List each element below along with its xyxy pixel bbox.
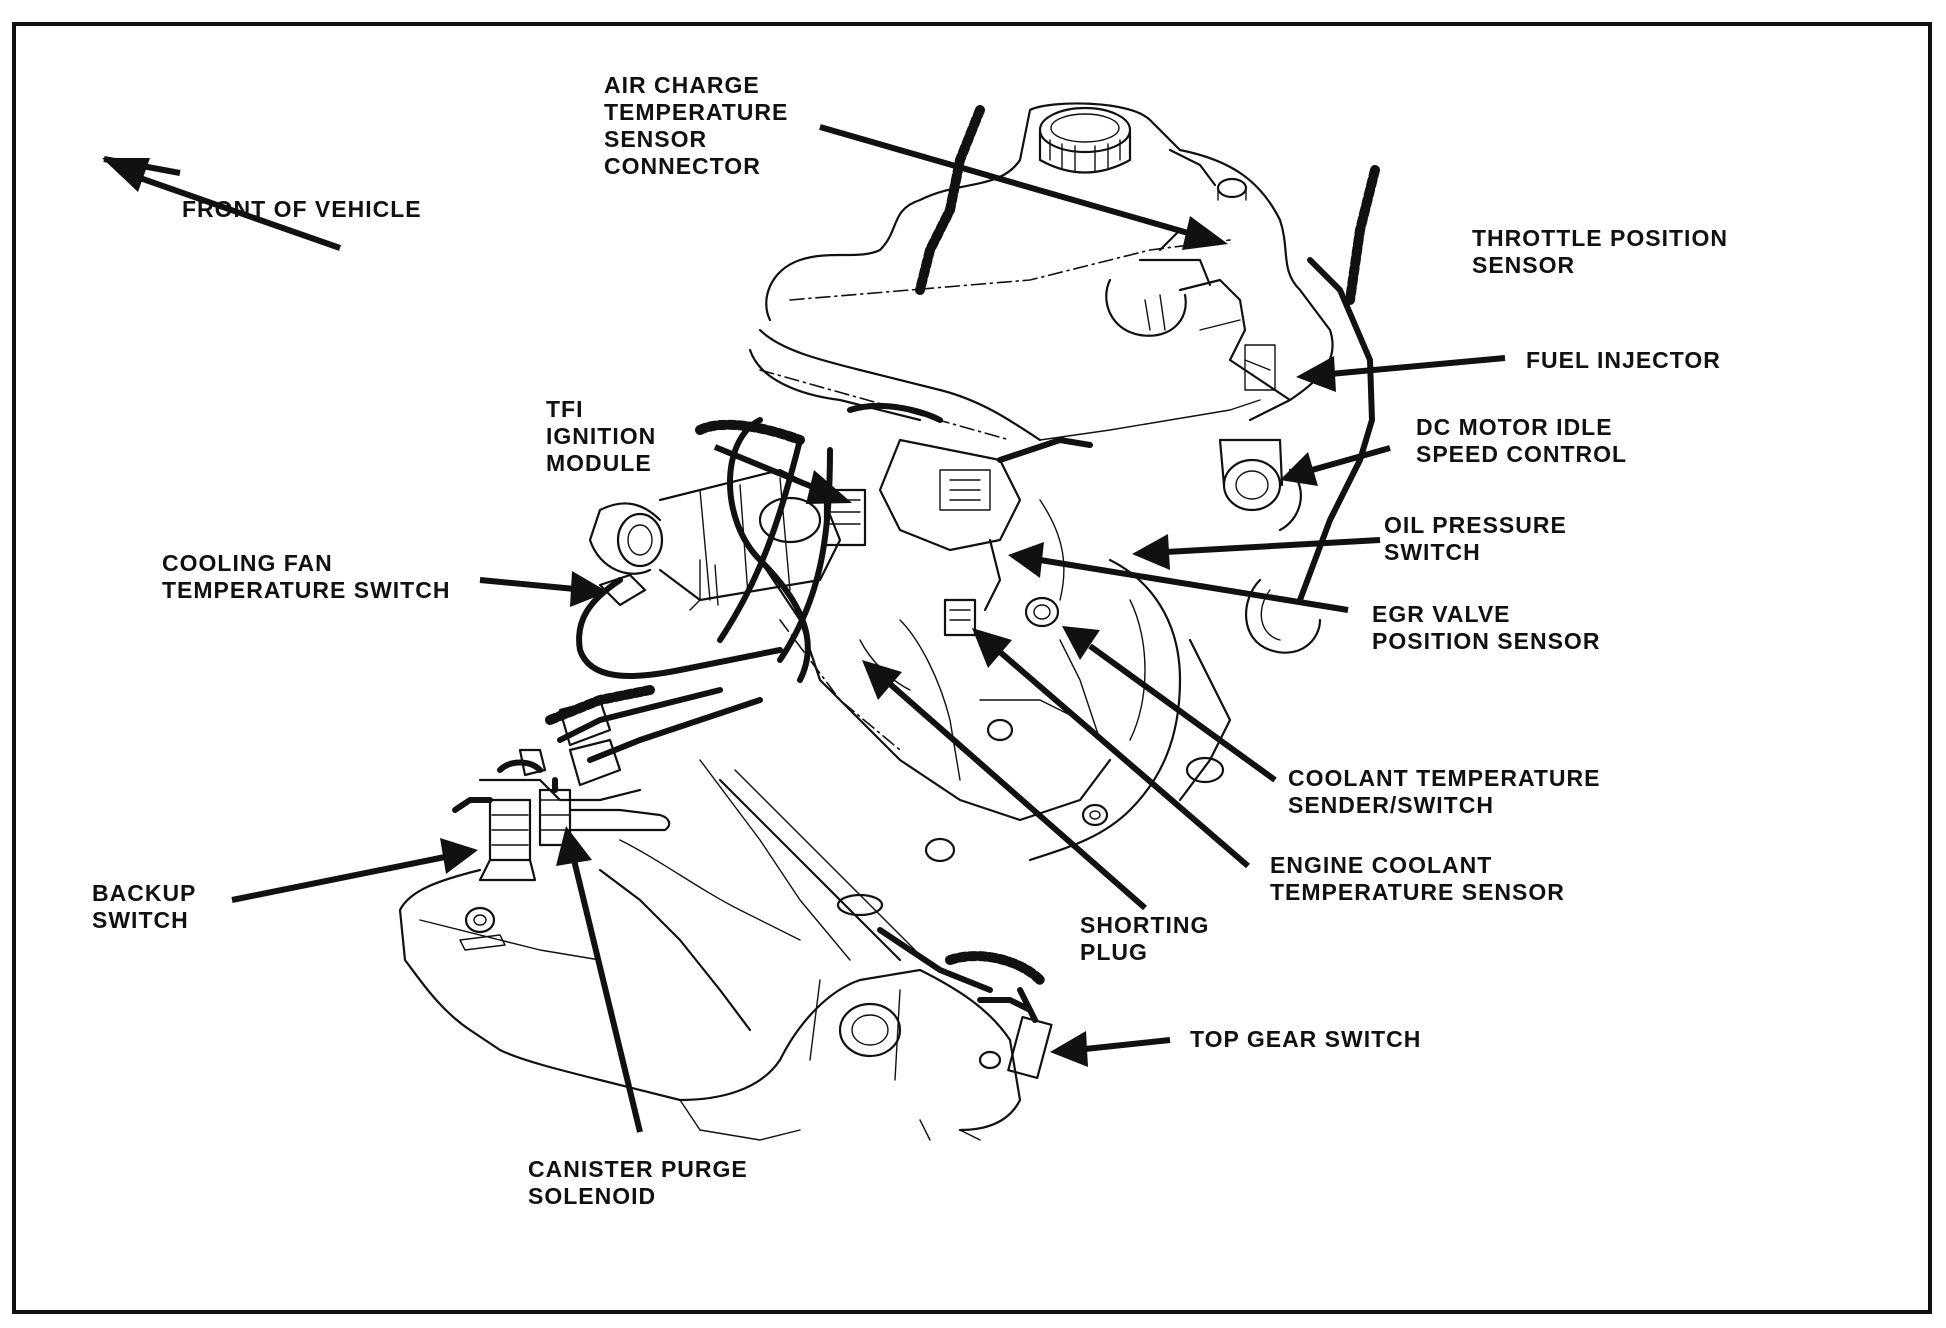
diagram-frame bbox=[12, 22, 1932, 1314]
arrow-shorting-plug bbox=[862, 660, 1147, 911]
arrow-front-of-vehicle bbox=[102, 156, 341, 251]
arrow-canister-purge bbox=[556, 826, 643, 1133]
arrow-fuel-injector bbox=[1296, 355, 1506, 392]
engine-illustration bbox=[398, 102, 1380, 1141]
arrow-top-gear-switch bbox=[1050, 1031, 1171, 1067]
arrow-oil-pressure bbox=[1132, 534, 1381, 570]
arrow-dc-motor-idle bbox=[1280, 445, 1391, 486]
arrow-coolant-sender bbox=[1062, 626, 1277, 783]
arrow-air-charge-sensor bbox=[819, 124, 1228, 250]
arrow-egr-valve bbox=[1008, 542, 1349, 613]
arrow-cooling-fan-switch bbox=[479, 571, 608, 607]
label-top-gear-switch: TOP GEAR SWITCH bbox=[1190, 1026, 1422, 1052]
arrow-tfi-module bbox=[713, 444, 852, 504]
arrow-engine-coolant bbox=[972, 628, 1250, 869]
label-front-of-vehicle: FRONT OF VEHICLE bbox=[182, 196, 422, 222]
label-fuel-injector: FUEL INJECTOR bbox=[1526, 347, 1721, 373]
arrow-backup-switch bbox=[231, 838, 478, 903]
